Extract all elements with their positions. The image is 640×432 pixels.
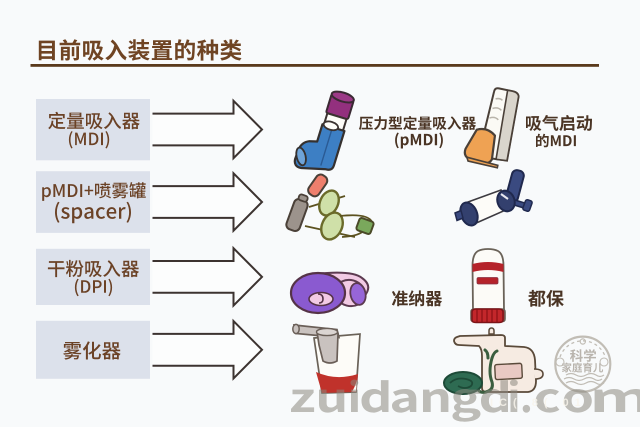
svg-text:IC( 8( 01: IC( 8( 01 [490,397,587,409]
